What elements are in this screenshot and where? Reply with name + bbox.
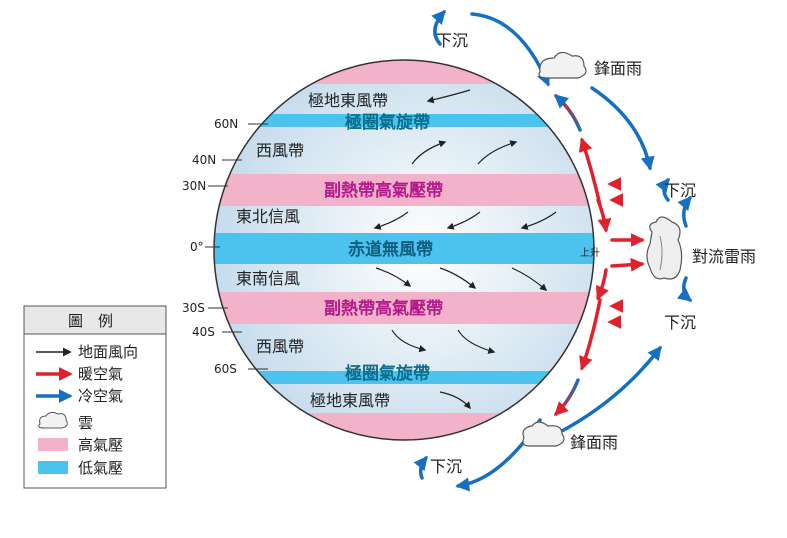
- warm-air-into-convection-2: [610, 257, 645, 272]
- latitude-60s-label: 60S: [214, 362, 237, 376]
- sink-lower-right-label: 下沉: [664, 313, 696, 332]
- latitude-30n-label: 30N: [182, 179, 206, 193]
- latitude-30s-label: 30S: [182, 301, 205, 315]
- cloud-bottom: [522, 421, 565, 447]
- legend-cloud-icon: [38, 411, 68, 429]
- westerlies-north-label: 西風帶: [256, 141, 304, 160]
- subtropical-high-north-label: 副熱帶高氣壓帶: [324, 180, 443, 201]
- wind-arrow-westerly-north-2: [477, 140, 518, 165]
- warm-air-front-south: [554, 378, 580, 416]
- polar-easterlies-south-label: 極地東風帶: [310, 391, 390, 410]
- wind-arrow-trade-north-1: [373, 211, 409, 230]
- cloud-top: [538, 51, 587, 79]
- westerlies-south-label: 西風帶: [256, 337, 304, 356]
- legend-low-pressure-swatch: [38, 461, 68, 474]
- wind-arrow-polar-north: [426, 89, 471, 104]
- cold-air-top-descend: [590, 86, 655, 171]
- wind-arrow-trade-north-2: [446, 211, 481, 230]
- legend-cold-air-label: 冷空氣: [78, 387, 123, 405]
- warm-air-down-north: [596, 198, 612, 233]
- warm-air-front-north: [553, 94, 582, 132]
- warm-air-flows: [553, 94, 662, 416]
- legend-high-pressure-label: 高氣壓: [78, 436, 123, 454]
- latitude-40n-label: 40N: [192, 153, 216, 167]
- subtropical-high-south-label: 副熱帶高氣壓帶: [324, 298, 443, 319]
- convective-thunderstorm-label: 對流雷雨: [692, 247, 756, 266]
- ne-trade-winds-label: 東北信風: [236, 207, 300, 226]
- se-trade-winds-label: 東南信風: [236, 269, 300, 288]
- surface-wind-arrows: [373, 89, 557, 410]
- convective-cloud: [646, 216, 683, 280]
- cold-air-right-bottom: [676, 276, 693, 302]
- cold-air-bottom-left: [413, 455, 428, 480]
- sink-top-label: 下沉: [436, 31, 468, 50]
- cold-air-right-top: [677, 195, 692, 228]
- equatorial-calm-label: 赤道無風帶: [348, 239, 433, 260]
- rise-label: 上升: [580, 247, 600, 259]
- polar-front-band-south: [214, 371, 594, 384]
- wind-arrow-trade-north-3: [520, 211, 557, 230]
- polar-front-north-label: 極圈氣旋帶: [345, 112, 430, 133]
- cold-air-top-left: [431, 9, 446, 46]
- wind-arrow-westerly-south-1: [391, 329, 427, 353]
- subtropical-high-band-north: [214, 174, 594, 206]
- subtropical-high-band-south: [214, 292, 594, 324]
- frontal-rain-top-label: 鋒面雨: [594, 59, 642, 78]
- polar-front-band-north: [214, 114, 594, 127]
- legend-high-pressure-swatch: [38, 438, 68, 451]
- wind-arrow-trade-south-3: [511, 267, 548, 291]
- sink-upper-right-label: 下沉: [664, 181, 696, 200]
- legend-surface-wind-label: 地面風向: [78, 343, 138, 361]
- warm-air-up-south: [595, 268, 609, 301]
- wind-arrow-polar-south: [439, 391, 471, 410]
- cold-air-top-loop: [470, 12, 551, 87]
- polar-front-south-label: 極圈氣旋帶: [345, 363, 430, 384]
- equatorial-low-band: [214, 233, 594, 264]
- legend-warm-air-label: 暖空氣: [78, 365, 123, 383]
- legend-cloud-label: 雲: [78, 414, 93, 432]
- legend-low-pressure-label: 低氣壓: [78, 459, 123, 477]
- frontal-rain-bottom-label: 鋒面雨: [570, 433, 618, 452]
- wind-arrow-westerly-north-1: [411, 140, 447, 165]
- wind-arrow-trade-south-1: [375, 267, 412, 287]
- wind-arrow-westerly-south-2: [457, 329, 496, 354]
- cold-air-bottom-rise: [558, 345, 662, 434]
- warm-air-down-south: [579, 298, 602, 371]
- legend: 圖 例 地面風向 暖空氣 冷空氣 雲 高氣壓 低氣壓: [23, 305, 167, 489]
- cold-air-upper-right: [655, 177, 670, 202]
- polar-easterlies-north-label: 極地東風帶: [308, 91, 388, 110]
- legend-title: 圖 例: [68, 312, 113, 330]
- sink-bottom-label: 下沉: [430, 457, 462, 476]
- latitude-equator-label: 0°: [190, 240, 204, 254]
- latitude-40s-label: 40S: [192, 325, 215, 339]
- latitude-60n-label: 60N: [214, 117, 238, 131]
- wind-arrow-trade-south-2: [439, 267, 477, 289]
- latitude-ticks: [205, 123, 268, 370]
